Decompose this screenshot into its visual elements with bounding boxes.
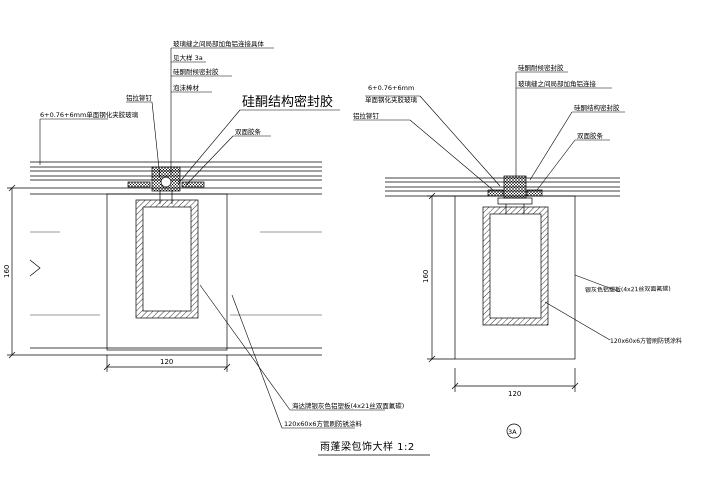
right-label-structural-sealant: 硅酮结构密封胶: [574, 103, 620, 112]
right-label-double-tape: 双面胶条: [577, 131, 604, 140]
right-detail-marker-circle: [506, 423, 522, 439]
left-label-glass: 6+0.76+6mm单面钢化夹胶玻璃: [40, 110, 139, 119]
left-label-foam-rod: 泡沫棒材: [173, 83, 200, 92]
left-dim-width: [103, 355, 231, 372]
right-detail-marker: 3A: [508, 428, 517, 436]
left-foam-rod: [160, 176, 172, 188]
left-labels: 玻璃缝之间局部加角铝连接具体 见大样 3a 硅酮耐候密封胶 泡沫棒材 铝拉铆钉 …: [3, 39, 404, 428]
left-label-structural-sealant: 硅酮结构密封胶: [242, 94, 333, 110]
left-label-weather-sealant: 硅酮耐候密封胶: [173, 67, 219, 76]
left-label-see-detail: 见大样 3a: [173, 53, 203, 62]
right-dim-width: [451, 368, 579, 392]
right-label-weather-sealant: 硅酮耐候密封胶: [518, 63, 564, 72]
left-label-steel-tube: 120x60x6方管刷防锈涂料: [284, 419, 363, 428]
right-sealant: [503, 175, 527, 199]
left-dim-height: [7, 184, 30, 359]
left-dim-width-text: 120: [160, 358, 173, 366]
left-label-alu-panel: 海达牌银灰色铝塑板(4x21丝双面氟碳): [292, 401, 404, 410]
right-label-glass-spec: 6+0.76+6mm: [368, 84, 414, 92]
right-label-steel-tube: 120x60x6方管刷防锈涂料: [610, 337, 682, 345]
right-leaders: [353, 71, 625, 341]
right-dim-height-text: 160: [422, 270, 430, 283]
right-labels: 6+0.76+6mm 单面钢化夹胶玻璃 铝拉铆钉 硅酮耐候密封胶 玻璃缝之间局部…: [353, 63, 682, 436]
right-label-rivet: 铝拉铆钉: [353, 111, 380, 120]
left-leaders: [39, 47, 385, 429]
left-label-glass-joint: 玻璃缝之间局部加角铝连接具体: [173, 39, 265, 48]
left-label-rivet: 铝拉铆钉: [126, 93, 153, 102]
drawing-title: 雨蓬梁包饰大样 1:2: [320, 440, 415, 453]
right-label-glass-type: 单面钢化夹胶玻璃: [365, 95, 418, 104]
left-alu-panel: [106, 193, 228, 351]
left-label-double-tape: 双面胶条: [235, 127, 262, 136]
right-detail: [353, 71, 625, 439]
right-dim-height: [427, 192, 455, 363]
left-detail: [7, 47, 385, 429]
left-dim-height-text: 160: [3, 265, 11, 278]
right-label-glass-joint: 玻璃缝之间局部加角铝连接: [518, 79, 597, 88]
right-dim-width-text: 120: [508, 390, 521, 398]
right-label-alu-panel: 银灰色铝塑板(4x21丝双面氟碳): [585, 285, 671, 294]
